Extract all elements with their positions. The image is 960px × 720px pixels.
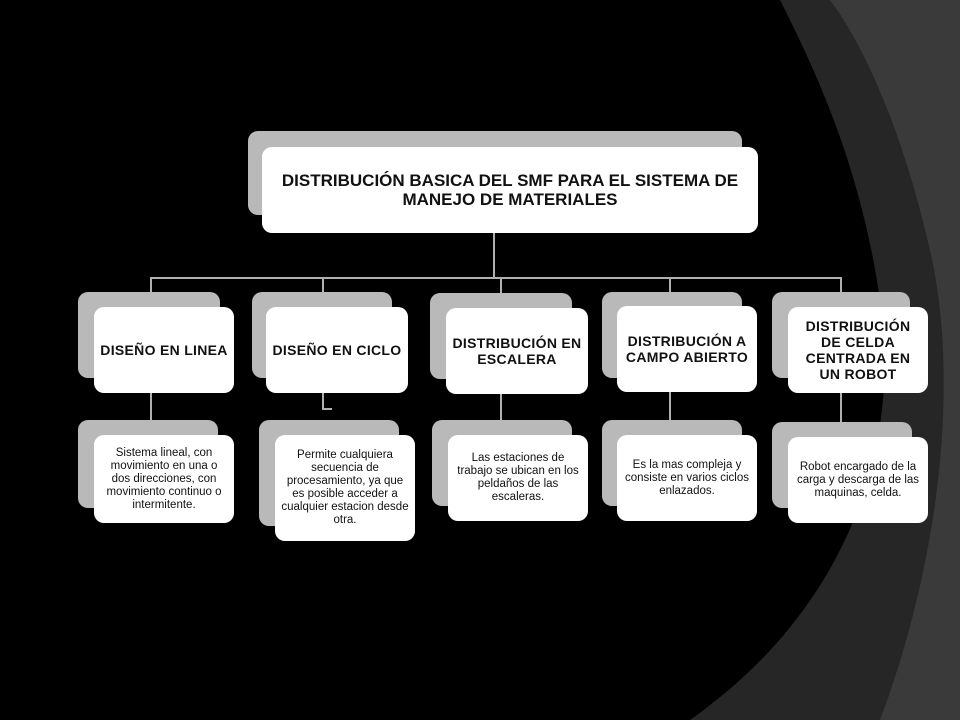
- connector-trunk: [493, 232, 495, 278]
- connector-desc-3: [500, 380, 502, 420]
- connector-desc-2: [322, 380, 324, 410]
- branch-5-desc: Robot encargado de la carga y descarga d…: [788, 437, 928, 523]
- branch-5-label: DISTRIBUCIÓN DE CELDA CENTRADA EN UN ROB…: [805, 318, 911, 382]
- connector-desc-1: [150, 392, 152, 422]
- branch-4-desc-text: Es la mas compleja y consiste en varios …: [625, 458, 749, 497]
- root-node: DISTRIBUCIÓN BASICA DEL SMF PARA EL SIST…: [262, 147, 758, 233]
- branch-3-node: DISTRIBUCIÓN EN ESCALERA: [446, 308, 588, 394]
- branch-2-desc: Permite cualquiera secuencia de procesam…: [275, 435, 415, 541]
- connector-desc-4: [669, 380, 671, 422]
- branch-4-node: DISTRIBUCIÓN A CAMPO ABIERTO: [617, 306, 757, 392]
- branch-4-desc: Es la mas compleja y consiste en varios …: [617, 435, 757, 521]
- branch-3-desc-text: Las estaciones de trabajo se ubican en l…: [457, 452, 579, 503]
- connector-bus: [150, 277, 842, 279]
- connector-1: [150, 277, 152, 293]
- connector-5: [840, 277, 842, 293]
- branch-1-desc-text: Sistema lineal, con movimiento en una o …: [106, 446, 222, 511]
- root-node-label: DISTRIBUCIÓN BASICA DEL SMF PARA EL SIST…: [281, 171, 739, 209]
- connector-desc-2b: [322, 408, 332, 410]
- branch-4-label: DISTRIBUCIÓN A CAMPO ABIERTO: [625, 333, 749, 365]
- branch-3-label: DISTRIBUCIÓN EN ESCALERA: [452, 335, 582, 367]
- branch-5-desc-text: Robot encargado de la carga y descarga d…: [796, 460, 920, 499]
- branch-1-node: DISEÑO EN LINEA: [94, 307, 234, 393]
- branch-1-desc: Sistema lineal, con movimiento en una o …: [94, 435, 234, 523]
- connector-4: [669, 277, 671, 293]
- connector-2: [322, 277, 324, 293]
- connector-desc-5: [840, 392, 842, 424]
- branch-5-node: DISTRIBUCIÓN DE CELDA CENTRADA EN UN ROB…: [788, 307, 928, 393]
- branch-1-label: DISEÑO EN LINEA: [100, 342, 228, 358]
- branch-2-node: DISEÑO EN CICLO: [266, 307, 408, 393]
- branch-2-label: DISEÑO EN CICLO: [272, 342, 402, 358]
- connector-3: [500, 277, 502, 293]
- branch-3-desc: Las estaciones de trabajo se ubican en l…: [448, 435, 588, 521]
- branch-2-desc-text: Permite cualquiera secuencia de procesam…: [281, 449, 409, 526]
